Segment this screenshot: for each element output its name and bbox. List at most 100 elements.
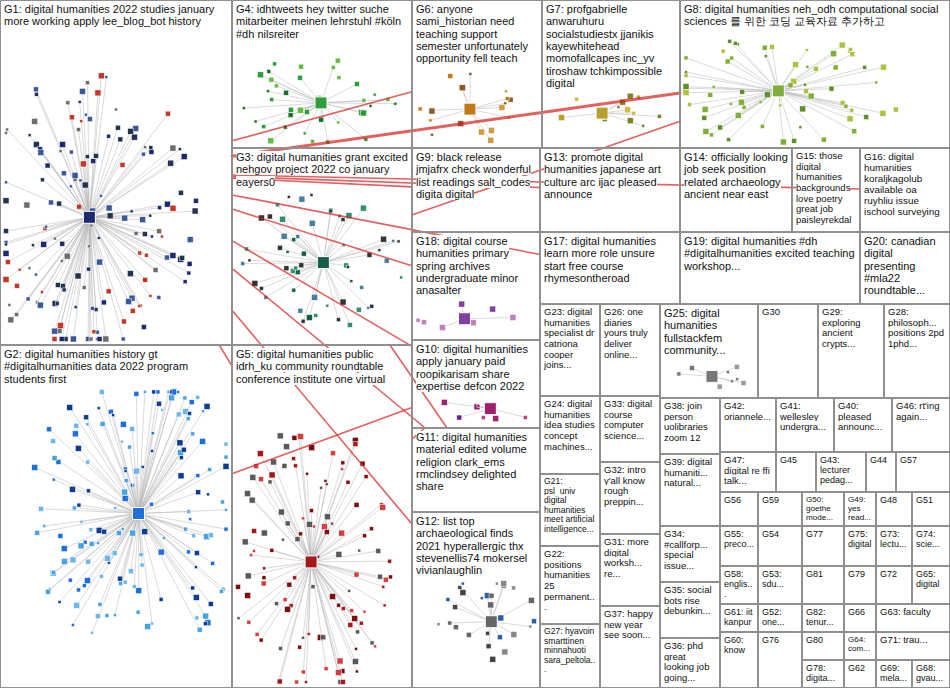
vertex-dot — [24, 202, 30, 208]
vertex-link — [89, 211, 195, 217]
vertex-link — [280, 562, 311, 682]
vertex-dot — [254, 120, 257, 123]
vertex-dot — [268, 480, 272, 484]
vertex-dot — [400, 276, 403, 279]
label-wrap: G55: preco... — [721, 527, 757, 551]
vertex-dot — [77, 503, 81, 507]
label-wrap: G79 — [845, 567, 875, 581]
group-connector — [219, 345, 232, 366]
vertex-dot — [283, 598, 287, 602]
vertex-dot — [5, 243, 8, 246]
vertex-dot — [124, 479, 128, 483]
vertex-dot — [95, 90, 101, 96]
label-wrap: G36: phd great looking job going... — [661, 639, 719, 686]
hub-vertex — [132, 507, 144, 519]
vertex-dot — [378, 574, 383, 579]
group-label: G16: digital humanities koraljkagolub av… — [864, 151, 940, 217]
group-box: G61: iit kanpur — [720, 604, 758, 632]
vertex-dot — [224, 455, 228, 459]
group-box: G4: idhtweets hey twitter suche mitarbei… — [232, 0, 412, 148]
vertex-dot — [458, 586, 462, 590]
vertex-link — [138, 513, 192, 588]
group-label: G48 — [880, 495, 897, 505]
label-wrap: G53: sdu... — [759, 567, 801, 591]
vertex-dot — [87, 245, 90, 248]
vertex-dot — [850, 52, 855, 57]
vertex-link — [138, 402, 191, 513]
vertex-dot — [112, 414, 115, 417]
vertex-link — [321, 103, 366, 139]
vertex-dot — [469, 72, 472, 75]
vertex-link — [321, 102, 395, 104]
vertex-dot — [505, 97, 509, 101]
vertex-dot — [43, 524, 46, 527]
group-box: G5: digital humanities public idrh_ku co… — [232, 345, 412, 688]
vertex-dot — [99, 574, 103, 578]
vertex-dot — [512, 586, 516, 590]
vertex-dot — [355, 647, 358, 650]
vertex-dot — [35, 530, 40, 535]
group-box: G29: exploring ancient crypts... — [818, 304, 884, 398]
vertex-dot — [441, 399, 447, 405]
vertex-dot — [269, 77, 274, 82]
vertex-dot — [363, 534, 367, 538]
vertex-dot — [474, 404, 480, 410]
vertex-dot — [157, 229, 162, 234]
vertex-dot — [497, 635, 502, 640]
vertex-dot — [60, 142, 66, 148]
vertex-link — [89, 217, 145, 279]
vertex-dot — [85, 155, 89, 159]
vertex-dot — [270, 548, 274, 552]
vertex-link — [48, 513, 139, 591]
vertex-dot — [575, 97, 579, 101]
vertex-dot — [91, 159, 96, 164]
vertex-dot — [262, 576, 266, 580]
vertex-link — [89, 128, 118, 218]
group-label: G18: digital course humanities primary s… — [416, 235, 518, 296]
label-wrap: G73: lectu... — [877, 527, 911, 551]
vertex-dot — [299, 64, 304, 69]
group-label: G77 — [806, 529, 823, 539]
vertex-link — [311, 482, 348, 562]
group-box: G32: intro y'all know rough preppin... — [600, 462, 660, 534]
vertex-dot — [71, 623, 74, 626]
vertex-dot — [388, 575, 392, 579]
vertex-dot — [657, 114, 661, 118]
vertex-dot — [683, 84, 689, 90]
vertex-dot — [302, 517, 305, 520]
vertex-link — [49, 429, 138, 513]
vertex-dot — [439, 325, 445, 331]
vertex-dot — [370, 304, 374, 308]
vertex-link — [728, 91, 778, 140]
group-label: G4: idhtweets hey twitter suche mitarbei… — [236, 3, 401, 40]
vertex-link — [323, 263, 338, 320]
vertex-link — [134, 513, 138, 586]
vertex-dot — [211, 561, 215, 565]
vertex-dot — [97, 236, 100, 239]
label-wrap: G82: tenur... — [803, 605, 843, 629]
group-label: G15: those digital humanities background… — [796, 150, 851, 225]
vertex-dot — [161, 408, 164, 411]
vertex-dot — [295, 537, 300, 542]
vertex-dot — [87, 267, 91, 271]
vertex-dot — [281, 233, 287, 239]
hub-vertex — [315, 97, 327, 109]
vertex-dot — [337, 658, 343, 664]
group-label: G75: digital — [848, 529, 872, 549]
vertex-dot — [361, 110, 367, 116]
vertex-dot — [369, 527, 373, 531]
label-wrap: G13: promote digital humanities japanese… — [541, 149, 679, 202]
group-connector — [232, 408, 412, 474]
vertex-dot — [14, 283, 19, 288]
vertex-dot — [183, 280, 187, 284]
vertex-link — [89, 217, 180, 259]
vertex-dot — [320, 486, 323, 489]
vertex-dot — [119, 582, 123, 586]
vertex-dot — [360, 205, 366, 211]
group-label: G40: pleased announc... — [838, 400, 882, 432]
vertex-dot — [504, 90, 507, 93]
vertex-dot — [121, 337, 125, 341]
vertex-dot — [760, 124, 764, 128]
label-wrap: G77 — [803, 527, 843, 541]
vertex-dot — [45, 163, 50, 168]
